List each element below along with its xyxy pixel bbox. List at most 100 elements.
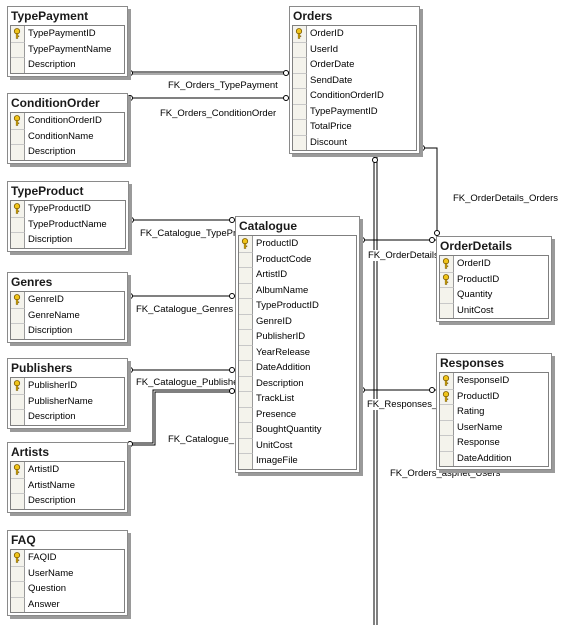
column-row[interactable]: DateAddition	[440, 450, 548, 467]
column-row[interactable]: FAQID	[11, 550, 124, 566]
column-row[interactable]: DateAddition	[239, 360, 356, 376]
column-row[interactable]: TypeProductName	[11, 216, 125, 233]
column-name: ProductCode	[256, 253, 312, 265]
column-row[interactable]: YearRelease	[239, 344, 356, 361]
column-row[interactable]: ImageFile	[239, 453, 356, 469]
table-title: Genres	[8, 273, 127, 291]
column-row[interactable]: SendDate	[293, 72, 416, 89]
column-name: TypePaymentID	[310, 105, 378, 117]
column-row[interactable]: Question	[11, 581, 124, 597]
fk-label-orderdetails-orders: FK_OrderDetails_Orders	[453, 193, 559, 204]
column-row[interactable]: Description	[11, 57, 124, 73]
column-row[interactable]: PublisherName	[11, 393, 124, 410]
column-row[interactable]: ProductCode	[239, 251, 356, 268]
column-row[interactable]: PublisherID	[239, 329, 356, 345]
primary-key-icon	[13, 380, 21, 391]
column-row[interactable]: TypeProductID	[11, 201, 125, 217]
column-name: TypeProductName	[28, 218, 107, 230]
column-name: ImageFile	[256, 455, 298, 466]
column-row[interactable]: ProductID	[239, 236, 356, 252]
column-row[interactable]: Discount	[293, 134, 416, 151]
table-title: TypePayment	[8, 7, 127, 25]
column-name: ProductID	[457, 273, 500, 285]
primary-key-icon	[442, 375, 450, 386]
column-row[interactable]: ConditionName	[11, 128, 124, 145]
column-row[interactable]: OrderID	[440, 256, 548, 272]
column-row[interactable]: TypeProductID	[239, 298, 356, 314]
column-row[interactable]: OrderID	[293, 26, 416, 42]
column-row[interactable]: Response	[440, 435, 548, 451]
column-name: ProductID	[256, 238, 299, 249]
column-name: PublisherName	[28, 395, 93, 407]
column-row[interactable]: TypePaymentID	[293, 103, 416, 120]
column-row[interactable]: ProductID	[440, 388, 548, 405]
column-row[interactable]: UserId	[293, 41, 416, 58]
column-row[interactable]: ArtistID	[11, 462, 124, 478]
table-title: Artists	[8, 443, 127, 461]
column-row[interactable]: ArtistName	[11, 477, 124, 494]
column-row[interactable]: TypePaymentID	[11, 26, 124, 42]
column-row[interactable]: GenreID	[11, 292, 124, 308]
column-row[interactable]: OrderDate	[293, 57, 416, 73]
column-row[interactable]: PublisherID	[11, 378, 124, 394]
fk-label-catalogue-typeproduct: FK_Catalogue_TypePro	[140, 228, 242, 239]
column-row[interactable]: TotalPrice	[293, 119, 416, 135]
column-name: ProductID	[457, 390, 500, 402]
column-name: DateAddition	[457, 452, 512, 464]
column-name: Rating	[457, 406, 485, 417]
column-name: UserId	[310, 43, 338, 55]
column-row[interactable]: TypePaymentName	[11, 41, 124, 58]
column-row[interactable]: TrackList	[239, 391, 356, 407]
column-name: UserName	[457, 421, 503, 433]
column-row[interactable]: AlbumName	[239, 282, 356, 299]
fk-label-orders-conditionorder: FK_Orders_ConditionOrder	[160, 108, 277, 119]
column-row[interactable]: GenreID	[239, 313, 356, 330]
column-name: UnitCost	[457, 304, 494, 316]
column-row[interactable]: Description	[11, 409, 124, 425]
column-name: Description	[28, 411, 76, 422]
column-row[interactable]: UserName	[440, 419, 548, 436]
column-name: DateAddition	[256, 362, 311, 373]
column-row[interactable]: BoughtQuantity	[239, 422, 356, 438]
column-name: UnitCost	[256, 439, 293, 451]
column-name: ConditionOrderID	[310, 90, 384, 101]
column-row[interactable]: UserName	[11, 565, 124, 582]
column-row[interactable]: ResponseID	[440, 373, 548, 389]
column-row[interactable]: ProductID	[440, 271, 548, 288]
column-row[interactable]: ConditionOrderID	[11, 113, 124, 129]
column-row[interactable]: UnitCost	[239, 437, 356, 454]
column-row[interactable]: Description	[239, 375, 356, 392]
column-name: AlbumName	[256, 284, 309, 296]
column-name: GenreID	[28, 294, 64, 305]
column-name: SendDate	[310, 74, 353, 86]
column-row[interactable]: Rating	[440, 404, 548, 420]
column-row[interactable]: UnitCost	[440, 302, 548, 319]
column-name: YearRelease	[256, 346, 311, 358]
fk-label-catalogue-genres: FK_Catalogue_Genres	[136, 304, 234, 315]
column-row[interactable]: Discription	[11, 323, 124, 339]
column-name: Description	[256, 377, 304, 389]
column-row[interactable]: Answer	[11, 596, 124, 613]
column-row[interactable]: Quantity	[440, 287, 548, 303]
column-row[interactable]: Description	[11, 493, 124, 509]
column-row[interactable]: ConditionOrderID	[293, 88, 416, 104]
column-row[interactable]: Presence	[239, 406, 356, 423]
column-row[interactable]: ArtistID	[239, 267, 356, 283]
column-row[interactable]: GenreName	[11, 307, 124, 324]
column-row[interactable]: Description	[11, 144, 124, 160]
column-row[interactable]: Discription	[11, 232, 125, 248]
column-name: ResponseID	[457, 375, 510, 386]
